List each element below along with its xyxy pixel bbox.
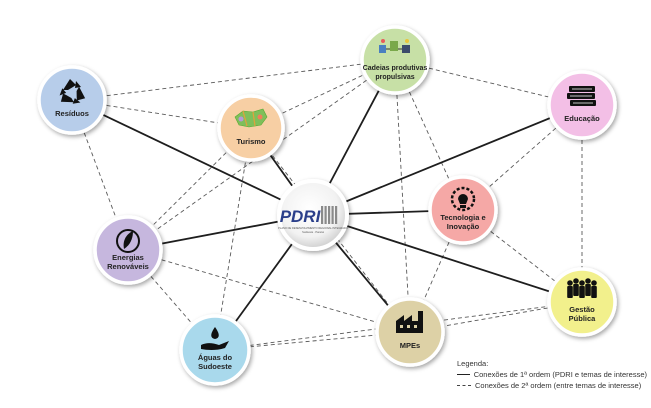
dashed-line-swatch (457, 385, 471, 386)
node-label-cadeias: propulsivas (375, 74, 414, 81)
edge-2nd-residuos-cadeias (71, 59, 396, 101)
legend-row-dashed: Conexões de 2ª ordem (entre temas de int… (457, 380, 647, 391)
edge-2nd-cadeias-mpes (394, 59, 411, 333)
people-icon (567, 278, 597, 298)
water-drop-hand-icon (201, 327, 229, 350)
node-label-mpes: MPEs (400, 341, 420, 350)
pdri-subtitle: PLANO DE DESENVOLVIMENTO REGIONAL INTEGR… (278, 226, 348, 230)
recycle-icon (59, 79, 86, 104)
legend-dashed-label: Conexões de 2ª ordem (entre temas de int… (475, 381, 642, 390)
pdri-logo-text: PDRI (280, 207, 322, 226)
leaf-icon (116, 229, 140, 253)
node-label-energias: Renováveis (107, 262, 149, 271)
node-label-aguas: Águas do (198, 353, 233, 362)
edge-1st-pdri-residuos (71, 99, 314, 216)
edge-2nd-educacao-tecnologia (462, 104, 583, 211)
node-circle-energias (93, 215, 163, 285)
legend-title: Legenda: (457, 359, 489, 368)
node-label-tecnologia: Inovação (447, 222, 480, 231)
node-label-gestao: Pública (569, 314, 597, 323)
node-circle-gestao (547, 267, 617, 337)
node-label-educacao: Educação (564, 114, 600, 123)
lightbulb-gear-icon (450, 186, 476, 212)
edge-1st-pdri-educacao (312, 104, 583, 216)
legend: Legenda: Conexões de 1ª ordem (PDRI e te… (457, 358, 647, 391)
legend-row-solid: Conexões de 1ª ordem (PDRI e temas de in… (457, 369, 647, 380)
pdri-logo-bars-icon (321, 206, 338, 224)
node-label-cadeias: Cadeias produtivas (363, 65, 428, 72)
legend-solid-label: Conexões de 1ª ordem (PDRI e temas de in… (473, 370, 647, 379)
factory-icon (396, 311, 423, 333)
node-educacao: Educação (547, 70, 617, 140)
edge-1st-pdri-gestao (312, 214, 583, 303)
node-turismo: Turismo (217, 94, 285, 162)
node-cadeias: Cadeias produtivas propulsivas (360, 25, 430, 95)
node-circle-cadeias (360, 25, 430, 95)
edge-2nd-turismo-aguas (214, 127, 252, 351)
node-residuos: Resíduos (37, 65, 107, 135)
node-label-tecnologia: Tecnologia e (440, 213, 485, 222)
node-label-residuos: Resíduos (55, 109, 89, 118)
node-label-aguas: Sudoeste (198, 362, 232, 371)
pdri-center-node: PDRI PLANO DE DESENVOLVIMENTO REGIONAL I… (277, 179, 349, 251)
pdri-region: Sudoeste · Paraná (302, 230, 324, 234)
node-circle-aguas (179, 314, 251, 386)
node-mpes: MPEs (375, 297, 445, 367)
node-label-energias: Energias (112, 253, 144, 262)
production-chain-icon (379, 39, 410, 53)
edge-2nd-energias-mpes (127, 249, 411, 333)
node-circle-turismo (217, 94, 285, 162)
solid-line-swatch (457, 374, 470, 375)
node-label-turismo: Turismo (236, 137, 265, 146)
books-icon (567, 86, 596, 106)
node-label-gestao: Gestão (569, 305, 595, 314)
map-icon (234, 108, 268, 128)
edge-2nd-turismo-cadeias (250, 59, 396, 129)
